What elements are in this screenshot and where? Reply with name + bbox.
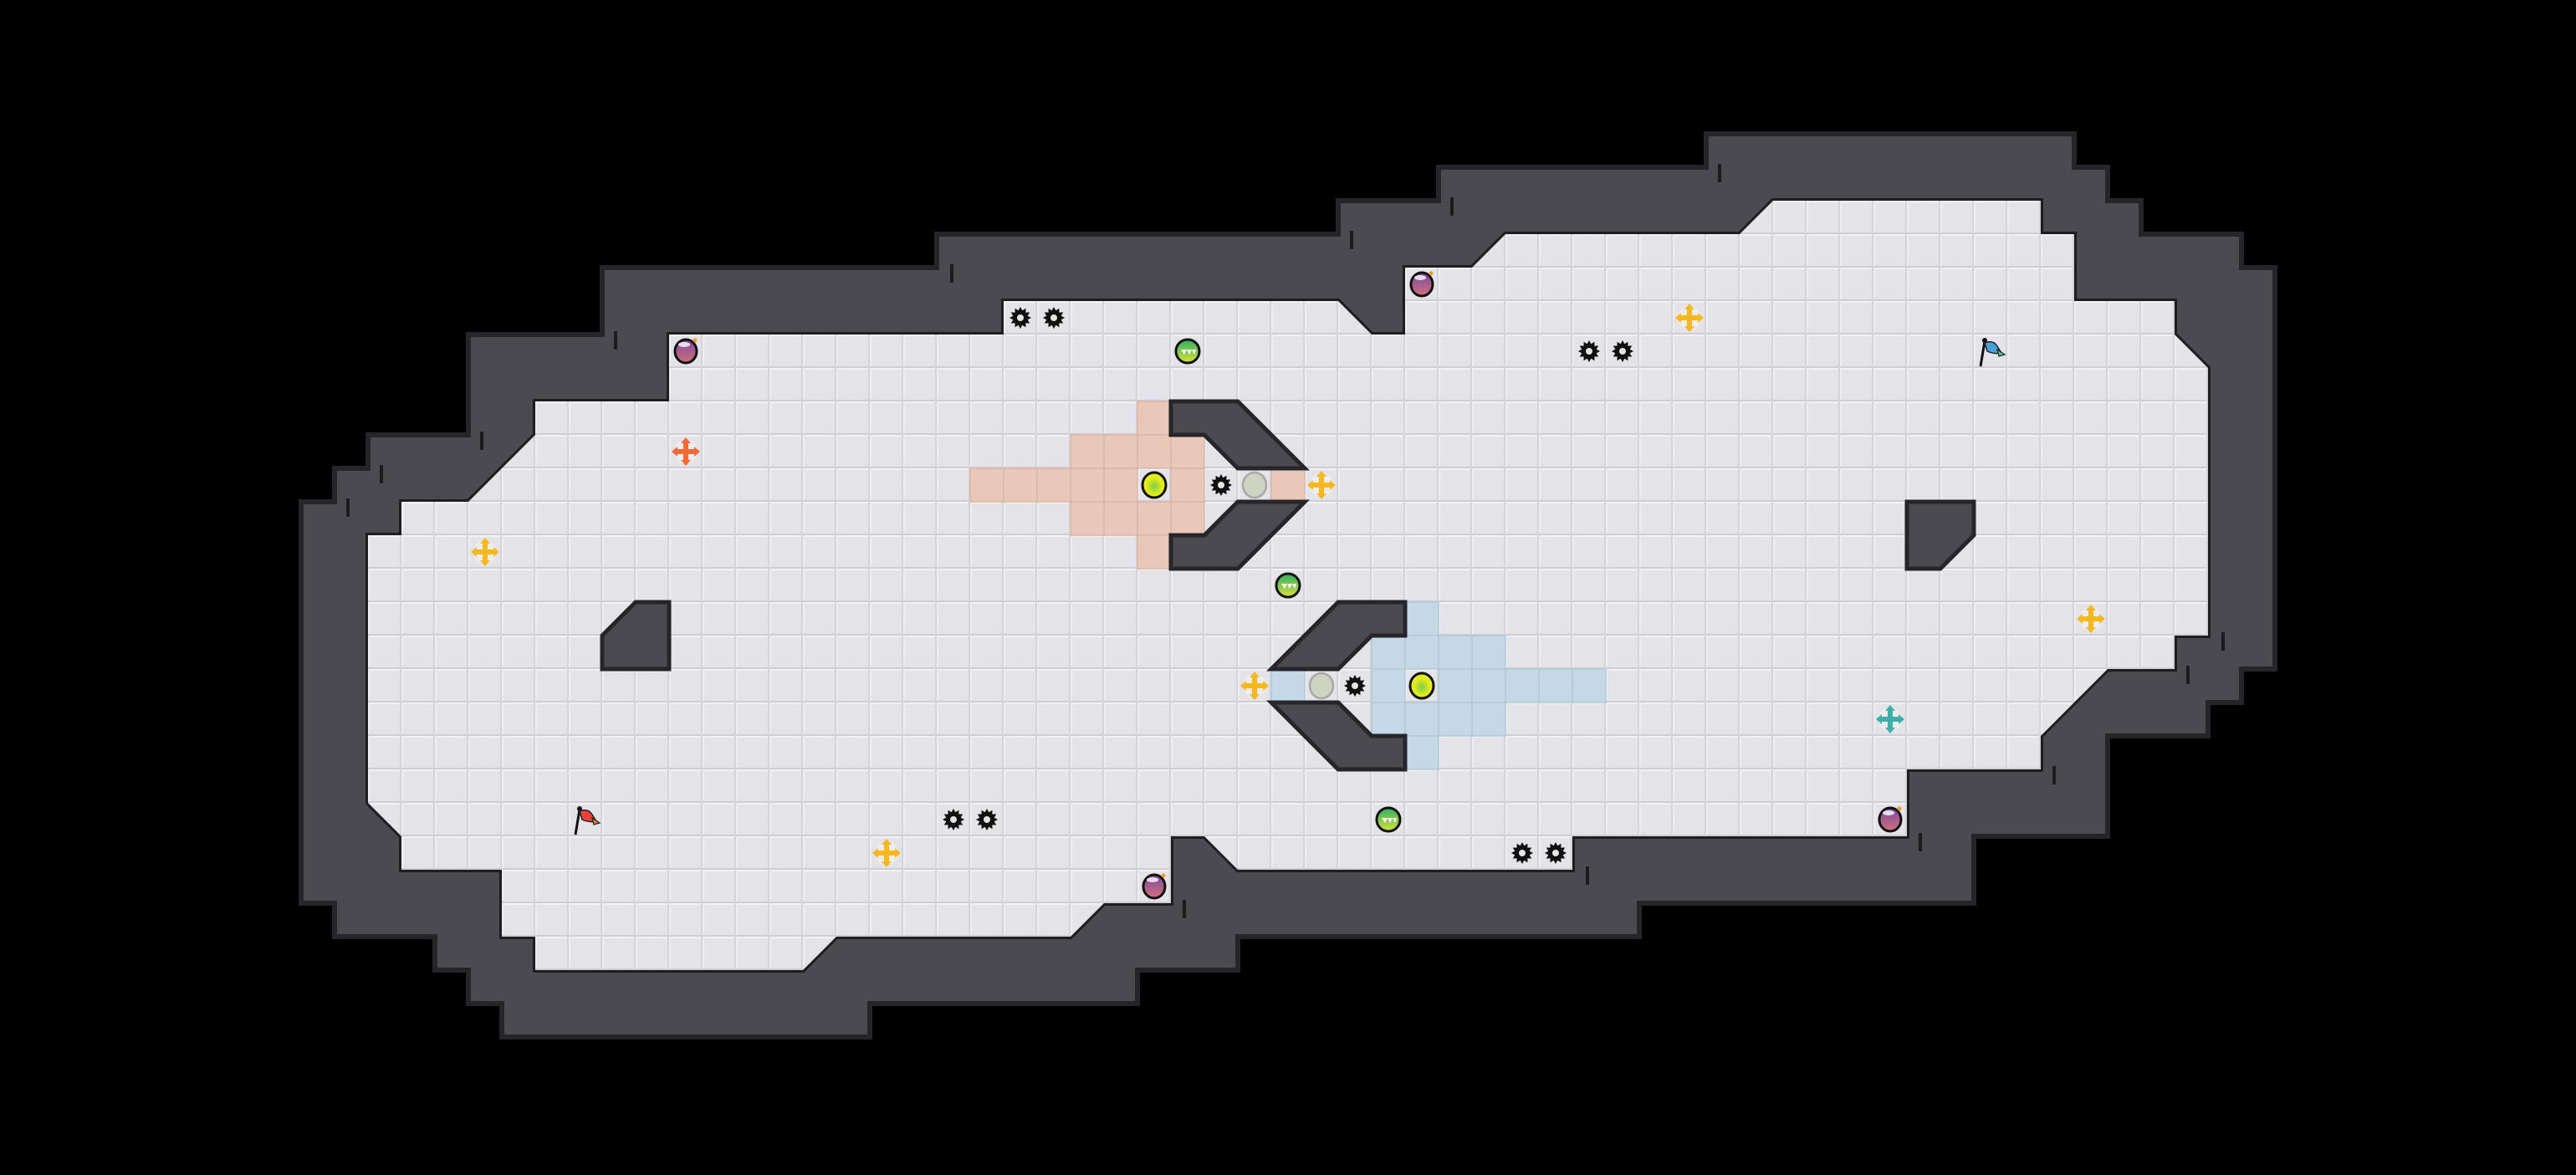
bomb-icon[interactable]: [673, 338, 698, 365]
blue-bracket-bottom: [1265, 700, 1408, 772]
shield-orb-icon[interactable]: [1275, 572, 1301, 599]
red-zone-tile: [1137, 434, 1172, 469]
wall-marks: [346, 164, 2225, 918]
yellow-cross-icon[interactable]: [471, 538, 499, 566]
blue-zone-tile: [1471, 635, 1506, 670]
red-zone-tile: [1170, 467, 1205, 503]
teal-cross-icon[interactable]: [1876, 705, 1904, 733]
entities: [471, 271, 2105, 900]
gear-mine-icon[interactable]: [1511, 842, 1533, 864]
gear-mine-icon[interactable]: [1210, 474, 1232, 496]
bomb-icon[interactable]: [1409, 271, 1434, 298]
gear-mine-icon[interactable]: [1545, 842, 1567, 864]
yellow-cross-icon[interactable]: [872, 839, 901, 867]
yellow-orb-icon[interactable]: [1408, 672, 1435, 700]
blue-zone-tile: [1371, 635, 1406, 670]
blue-zone-tile: [1270, 668, 1306, 703]
blue-zone-tile: [1404, 702, 1439, 737]
blue-zone-tile: [1371, 668, 1406, 703]
blue-zone-tile: [1438, 668, 1473, 703]
gear-mine-icon[interactable]: [976, 809, 998, 830]
obstacles: [600, 399, 1976, 772]
red-zone-tile: [1270, 467, 1306, 503]
red-zone-tile: [1070, 434, 1105, 469]
yellow-cross-icon[interactable]: [1675, 304, 1704, 332]
red-bracket-top: [1168, 399, 1311, 471]
red-bracket-bottom: [1168, 499, 1311, 571]
gear-mine-icon[interactable]: [1009, 307, 1031, 329]
red-zone-tile: [1036, 467, 1071, 503]
blue-zone-tile: [1471, 668, 1506, 703]
team-zones: [969, 401, 1607, 770]
block-left: [600, 600, 672, 672]
red-zone-tile: [1103, 467, 1138, 503]
red-zone-tile: [1070, 501, 1105, 536]
inactive-orb-icon[interactable]: [1308, 672, 1335, 700]
blue-zone-tile: [1404, 735, 1439, 770]
yellow-orb-icon[interactable]: [1141, 471, 1168, 499]
blue-zone-tile: [1371, 702, 1406, 737]
red-zone-tile: [1137, 501, 1172, 536]
yellow-cross-icon[interactable]: [1307, 471, 1336, 499]
yellow-cross-icon[interactable]: [1240, 672, 1269, 700]
gear-mine-icon[interactable]: [1612, 340, 1633, 362]
inactive-orb-icon[interactable]: [1241, 471, 1268, 499]
gear-mine-icon[interactable]: [1344, 675, 1366, 697]
shield-orb-icon[interactable]: [1174, 338, 1201, 365]
red-zone-tile: [969, 467, 1004, 503]
yellow-cross-icon[interactable]: [2077, 605, 2105, 633]
red-zone-tile: [1103, 501, 1138, 536]
block-right: [1904, 499, 1976, 571]
blue-zone-tile: [1438, 635, 1473, 670]
gear-mine-icon[interactable]: [943, 809, 964, 830]
red-zone-tile: [1003, 467, 1038, 503]
red-flag-icon[interactable]: [574, 806, 601, 835]
blue-zone-tile: [1538, 668, 1573, 703]
red-zone-tile: [1137, 534, 1172, 570]
gear-mine-icon[interactable]: [1043, 307, 1065, 329]
orange-cross-icon[interactable]: [672, 437, 700, 466]
blue-zone-tile: [1505, 668, 1540, 703]
blue-zone-tile: [1572, 668, 1607, 703]
red-zone-tile: [1170, 434, 1205, 469]
bomb-icon[interactable]: [1878, 806, 1903, 833]
red-zone-tile: [1103, 434, 1138, 469]
blue-zone-tile: [1404, 635, 1439, 670]
gear-mine-icon[interactable]: [1578, 340, 1600, 362]
shield-orb-icon[interactable]: [1375, 806, 1402, 833]
bomb-icon[interactable]: [1142, 873, 1167, 900]
blue-flag-icon[interactable]: [1979, 338, 2006, 367]
red-zone-tile: [1137, 401, 1172, 436]
blue-zone-tile: [1438, 702, 1473, 737]
red-zone-tile: [1070, 467, 1105, 503]
blue-zone-tile: [1404, 601, 1439, 636]
red-zone-tile: [1170, 501, 1205, 536]
blue-zone-tile: [1471, 702, 1506, 737]
blue-bracket-top: [1265, 600, 1408, 672]
